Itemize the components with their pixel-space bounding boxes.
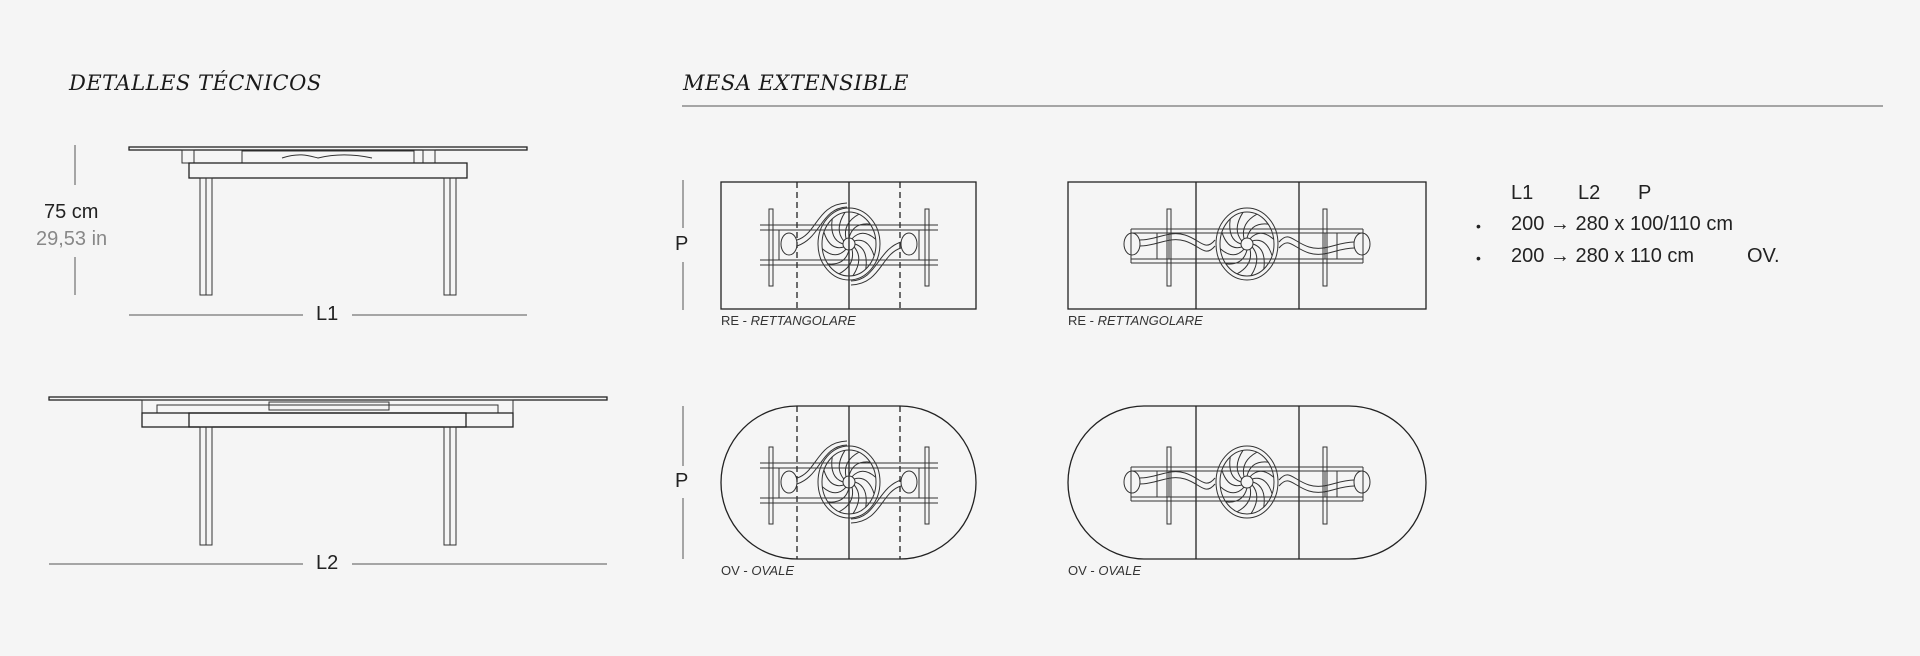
- plan-oval-extended: [1067, 405, 1427, 560]
- plan-code: OV -: [721, 563, 748, 578]
- spec-header-p: P: [1638, 182, 1652, 204]
- plan-code: RE -: [721, 313, 747, 328]
- plan-name: OVALE: [1098, 563, 1141, 578]
- depth-label: P: [675, 470, 689, 492]
- plan-code: OV -: [1068, 563, 1095, 578]
- plan-caption: RE - RETTANGOLARE: [721, 313, 856, 328]
- bullet: •: [1476, 218, 1481, 234]
- depth-label: P: [675, 233, 689, 255]
- plan-oval-closed: [720, 405, 977, 560]
- plan-caption: OV - OVALE: [721, 563, 794, 578]
- dimension-l2-label: L2: [316, 552, 339, 574]
- plan-name: RETTANGOLARE: [750, 313, 856, 328]
- height-in: 29,53 in: [36, 228, 108, 250]
- plan-name: OVALE: [751, 563, 794, 578]
- extensible-table-heading: MESA EXTENSIBLE: [683, 71, 909, 95]
- spec-row: 200 → 280 x 100/110 cm: [1511, 213, 1733, 235]
- dimension-l1-label: L1: [316, 303, 339, 325]
- plan-caption: OV - OVALE: [1068, 563, 1141, 578]
- spec-row: 200 → 280 x 110 cm: [1511, 245, 1695, 267]
- elevation-closed: [74, 145, 528, 316]
- technical-details-heading: DETALLES TÉCNICOS: [69, 71, 322, 95]
- plan-rectangular-extended: [1067, 181, 1427, 310]
- spec-row-suffix: OV.: [1747, 245, 1780, 267]
- plan-caption: RE - RETTANGOLARE: [1068, 313, 1203, 328]
- plan-code: RE -: [1068, 313, 1094, 328]
- bullet: •: [1476, 250, 1481, 266]
- elevation-extended: [48, 396, 608, 565]
- height-cm: 75 cm: [44, 201, 99, 223]
- spec-header-l2: L2: [1578, 182, 1601, 204]
- spec-header-l1: L1: [1511, 182, 1534, 204]
- plan-rectangular-closed: [720, 181, 977, 310]
- plan-name: RETTANGOLARE: [1097, 313, 1203, 328]
